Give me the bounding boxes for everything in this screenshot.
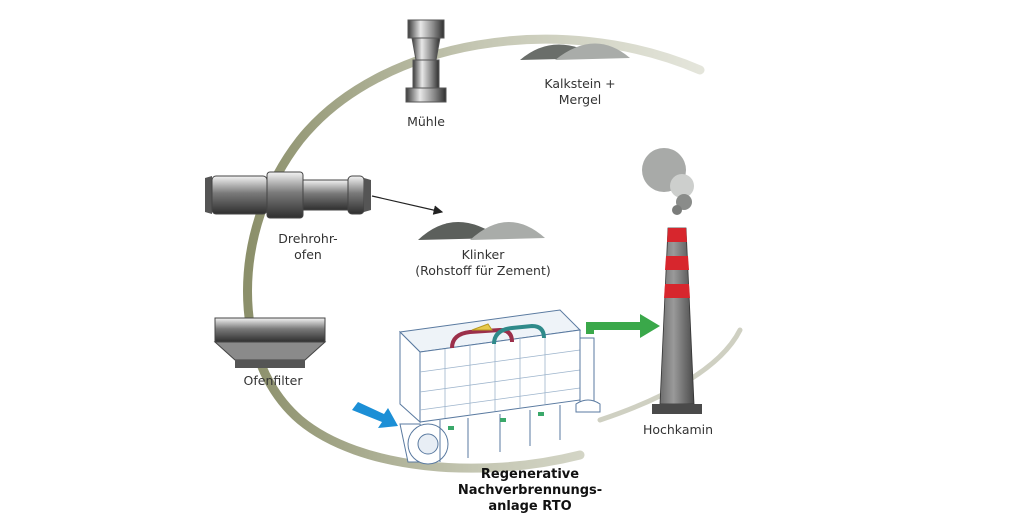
label-drehrohr-1: Drehrohr-	[278, 231, 338, 246]
chimney-icon	[652, 227, 702, 414]
smoke-icon	[642, 148, 694, 215]
label-rto-3: anlage RTO	[488, 499, 572, 514]
label-drehrohr-2: ofen	[294, 247, 322, 262]
label-muehle: Mühle	[407, 114, 445, 129]
kiln-filter-icon	[213, 317, 327, 368]
rotary-kiln-icon	[205, 171, 371, 219]
mill-icon	[405, 19, 447, 103]
label-rto-2: Nachverbrennungs-	[457, 483, 603, 498]
label-klinker-1: Klinker	[461, 247, 505, 262]
clinker-pile-icon	[418, 221, 545, 240]
inflow-arrow	[352, 402, 398, 428]
label-kalkstein-2: Mergel	[558, 92, 602, 107]
limestone-pile-icon	[520, 43, 630, 60]
label-kalkstein-1: Kalkstein +	[544, 76, 616, 91]
label-rto-1: Regenerative	[480, 467, 580, 482]
kiln-to-clinker-arrow	[371, 195, 444, 215]
rto-plant-icon	[398, 309, 601, 465]
label-hochkamin: Hochkamin	[642, 422, 714, 437]
exhaust-arrow	[586, 314, 660, 338]
label-ofenfilter: Ofenfilter	[243, 373, 303, 388]
label-klinker-2: (Rohstoff für Zement)	[415, 263, 551, 278]
